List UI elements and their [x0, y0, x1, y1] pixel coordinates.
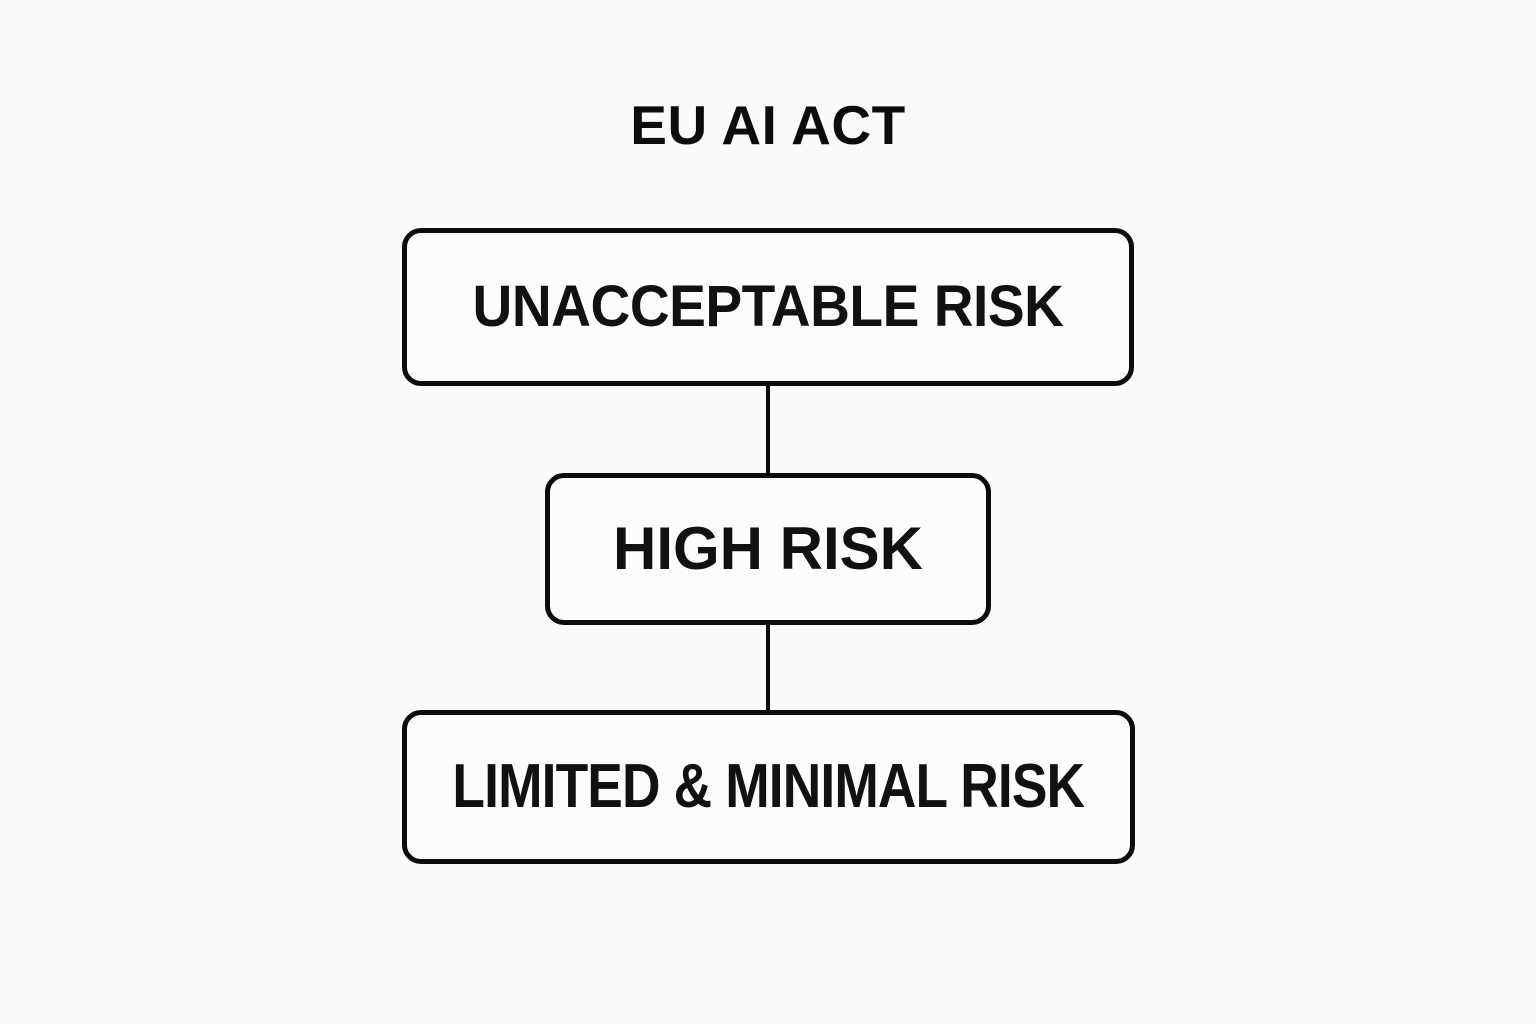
risk-node-high-label: HIGH RISK: [612, 515, 924, 582]
risk-node-limited[interactable]: LIMITED & MINIMAL RISK: [402, 710, 1135, 864]
risk-node-limited-label: LIMITED & MINIMAL RISK: [452, 752, 1086, 821]
risk-node-unacceptable[interactable]: UNACCEPTABLE RISK: [402, 228, 1134, 386]
connector-high-to-limited: [766, 622, 770, 712]
risk-node-unacceptable-label: UNACCEPTABLE RISK: [472, 274, 1064, 339]
page-title: EU AI ACT: [630, 94, 906, 156]
connector-unacceptable-to-high: [766, 384, 770, 475]
risk-node-high[interactable]: HIGH RISK: [545, 473, 991, 625]
